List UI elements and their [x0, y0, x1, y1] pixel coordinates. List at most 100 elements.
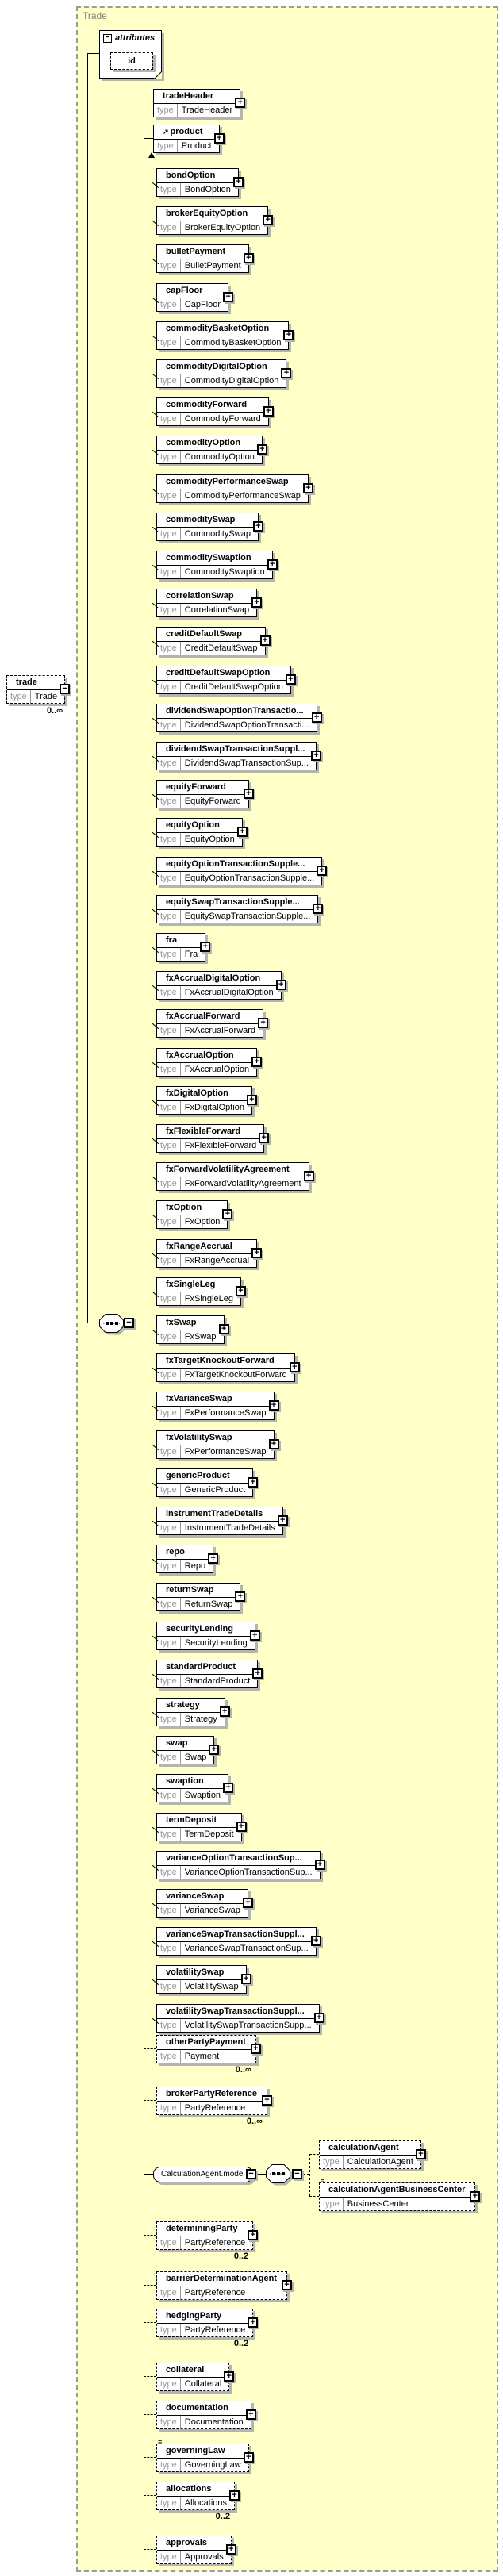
expand-icon[interactable]	[236, 1822, 247, 1832]
expand-icon[interactable]	[281, 2280, 292, 2290]
expand-icon[interactable]	[268, 1439, 279, 1449]
expand-icon[interactable]	[285, 674, 296, 685]
element-box[interactable]: fxForwardVolatilityAgreement type FxForw…	[156, 1162, 314, 1191]
expand-icon[interactable]	[251, 1248, 263, 1258]
expand-icon[interactable]	[240, 1974, 251, 1984]
group-CalculationAgent-model[interactable]: CalculationAgent.model	[153, 2167, 253, 2182]
expand-icon[interactable]	[314, 1860, 325, 1870]
expand-icon[interactable]	[248, 2230, 259, 2240]
element-product[interactable]: ↗product type Product	[153, 125, 225, 153]
expand-icon[interactable]	[313, 904, 324, 914]
expand-icon[interactable]	[317, 866, 328, 876]
element-box[interactable]: commoditySwaption type CommoditySwaption	[156, 551, 278, 579]
element-box[interactable]: commodityOption type CommodityOption	[156, 436, 267, 464]
expand-icon[interactable]	[258, 1018, 269, 1028]
element-box[interactable]: commoditySwap type CommoditySwap	[156, 513, 263, 541]
expand-icon[interactable]	[232, 177, 244, 187]
element-box[interactable]: fxOption type FxOption	[156, 1200, 233, 1229]
sequence-icon[interactable]	[99, 1314, 129, 1338]
element-box[interactable]: returnSwap type ReturnSwap	[156, 1583, 246, 1611]
expand-icon[interactable]	[249, 1630, 260, 1641]
element-box[interactable]: genericProduct type GenericProduct	[156, 1468, 259, 1497]
element-box[interactable]: fxAccrualForward type FxAccrualForward	[156, 1009, 269, 1038]
expand-icon[interactable]	[283, 330, 294, 340]
expand-icon[interactable]	[243, 789, 254, 799]
element-box[interactable]: equityOptionTransactionSupple... type Eq…	[156, 857, 328, 885]
expand-icon[interactable]	[277, 1515, 288, 1526]
expand-icon[interactable]	[251, 597, 263, 608]
element-box[interactable]: swap type Swap	[156, 1736, 220, 1764]
expand-icon[interactable]	[259, 1133, 270, 1143]
element-box[interactable]: fxDigitalOption type FxDigitalOption	[156, 1086, 257, 1115]
expand-icon[interactable]	[303, 1171, 314, 1181]
expand-icon[interactable]	[263, 215, 274, 225]
element-box[interactable]: volatilitySwapTransactionSuppl... type V…	[156, 2004, 324, 2033]
element-box[interactable]: repo type Repo	[156, 1545, 219, 1573]
expand-icon[interactable]	[200, 942, 211, 952]
expand-icon[interactable]	[235, 1591, 246, 1602]
expand-icon[interactable]	[235, 98, 246, 108]
element-box[interactable]: fxRangeAccrual type FxRangeAccrual	[156, 1239, 263, 1268]
element-box[interactable]: fxSingleLeg type FxSingleLeg	[156, 1277, 246, 1306]
element-box[interactable]: fxTargetKnockoutForward type FxTargetKno…	[156, 1353, 300, 1382]
element-box[interactable]: commodityForward type CommodityForward	[156, 397, 274, 426]
expand-icon[interactable]	[243, 2452, 254, 2463]
expand-icon[interactable]	[250, 2044, 261, 2054]
element-box[interactable]: correlationSwap type CorrelationSwap	[156, 589, 263, 617]
element-box[interactable]: varianceOptionTransactionSup... type Var…	[156, 1851, 325, 1879]
element-box[interactable]: instrumentTradeDetails type InstrumentTr…	[156, 1507, 288, 1535]
expand-icon[interactable]	[470, 2191, 481, 2202]
element-box[interactable]: fxAccrualDigitalOption type FxAccrualDig…	[156, 971, 286, 1000]
element-box[interactable]: fxSwap type FxSwap	[156, 1315, 229, 1344]
expand-icon[interactable]	[302, 483, 313, 493]
expand-icon[interactable]	[248, 2317, 259, 2328]
element-box[interactable]: standardProduct type StandardProduct	[156, 1660, 263, 1688]
element-box[interactable]: fxAccrualOption type FxAccrualOption	[156, 1048, 263, 1077]
element-trade[interactable]: trade type Trade 0..∞	[6, 675, 71, 716]
expand-icon[interactable]	[281, 368, 292, 378]
sequence-icon[interactable]	[266, 2164, 296, 2188]
expand-icon[interactable]	[225, 2544, 236, 2555]
expand-icon[interactable]	[313, 2013, 324, 2023]
element-box[interactable]: fxVolatilitySwap type FxPerformanceSwap	[156, 1430, 279, 1459]
element-box[interactable]: swaption type Swaption	[156, 1774, 234, 1802]
expand-icon[interactable]	[275, 980, 286, 990]
element-box[interactable]: capFloor type CapFloor	[156, 283, 234, 312]
collapse-icon[interactable]	[124, 1318, 134, 1328]
expand-icon[interactable]	[248, 1477, 259, 1488]
expand-icon[interactable]	[311, 712, 322, 723]
expand-icon[interactable]	[415, 2149, 426, 2159]
expand-icon[interactable]	[310, 1936, 321, 1946]
element-box[interactable]: commodityBasketOption type CommodityBask…	[156, 321, 294, 350]
collapse-icon[interactable]	[292, 2169, 302, 2179]
expand-icon[interactable]	[252, 521, 263, 532]
expand-icon[interactable]	[310, 751, 321, 761]
expand-icon[interactable]	[268, 1400, 279, 1411]
expand-icon[interactable]	[236, 827, 248, 837]
expand-icon[interactable]	[229, 2490, 240, 2501]
expand-icon[interactable]	[242, 1898, 253, 1908]
expand-icon[interactable]	[208, 1553, 219, 1564]
element-box[interactable]: equitySwapTransactionSupple... type Equi…	[156, 895, 324, 923]
element-box[interactable]: fxFlexibleForward type FxFlexibleForward	[156, 1124, 270, 1153]
element-box[interactable]: fxVarianceSwap type FxPerformanceSwap	[156, 1392, 279, 1420]
expand-icon[interactable]	[245, 2409, 256, 2420]
element-box[interactable]: dividendSwapTransactionSuppl... type Div…	[156, 742, 321, 770]
expand-icon[interactable]	[289, 1362, 300, 1372]
element-box[interactable]: equityForward type EquityForward	[156, 780, 254, 808]
collapse-icon[interactable]: −	[103, 33, 112, 43]
expand-icon[interactable]	[219, 1706, 230, 1717]
expand-icon[interactable]	[224, 2371, 235, 2382]
expand-icon[interactable]	[252, 1668, 263, 1679]
expand-icon[interactable]	[256, 444, 267, 455]
